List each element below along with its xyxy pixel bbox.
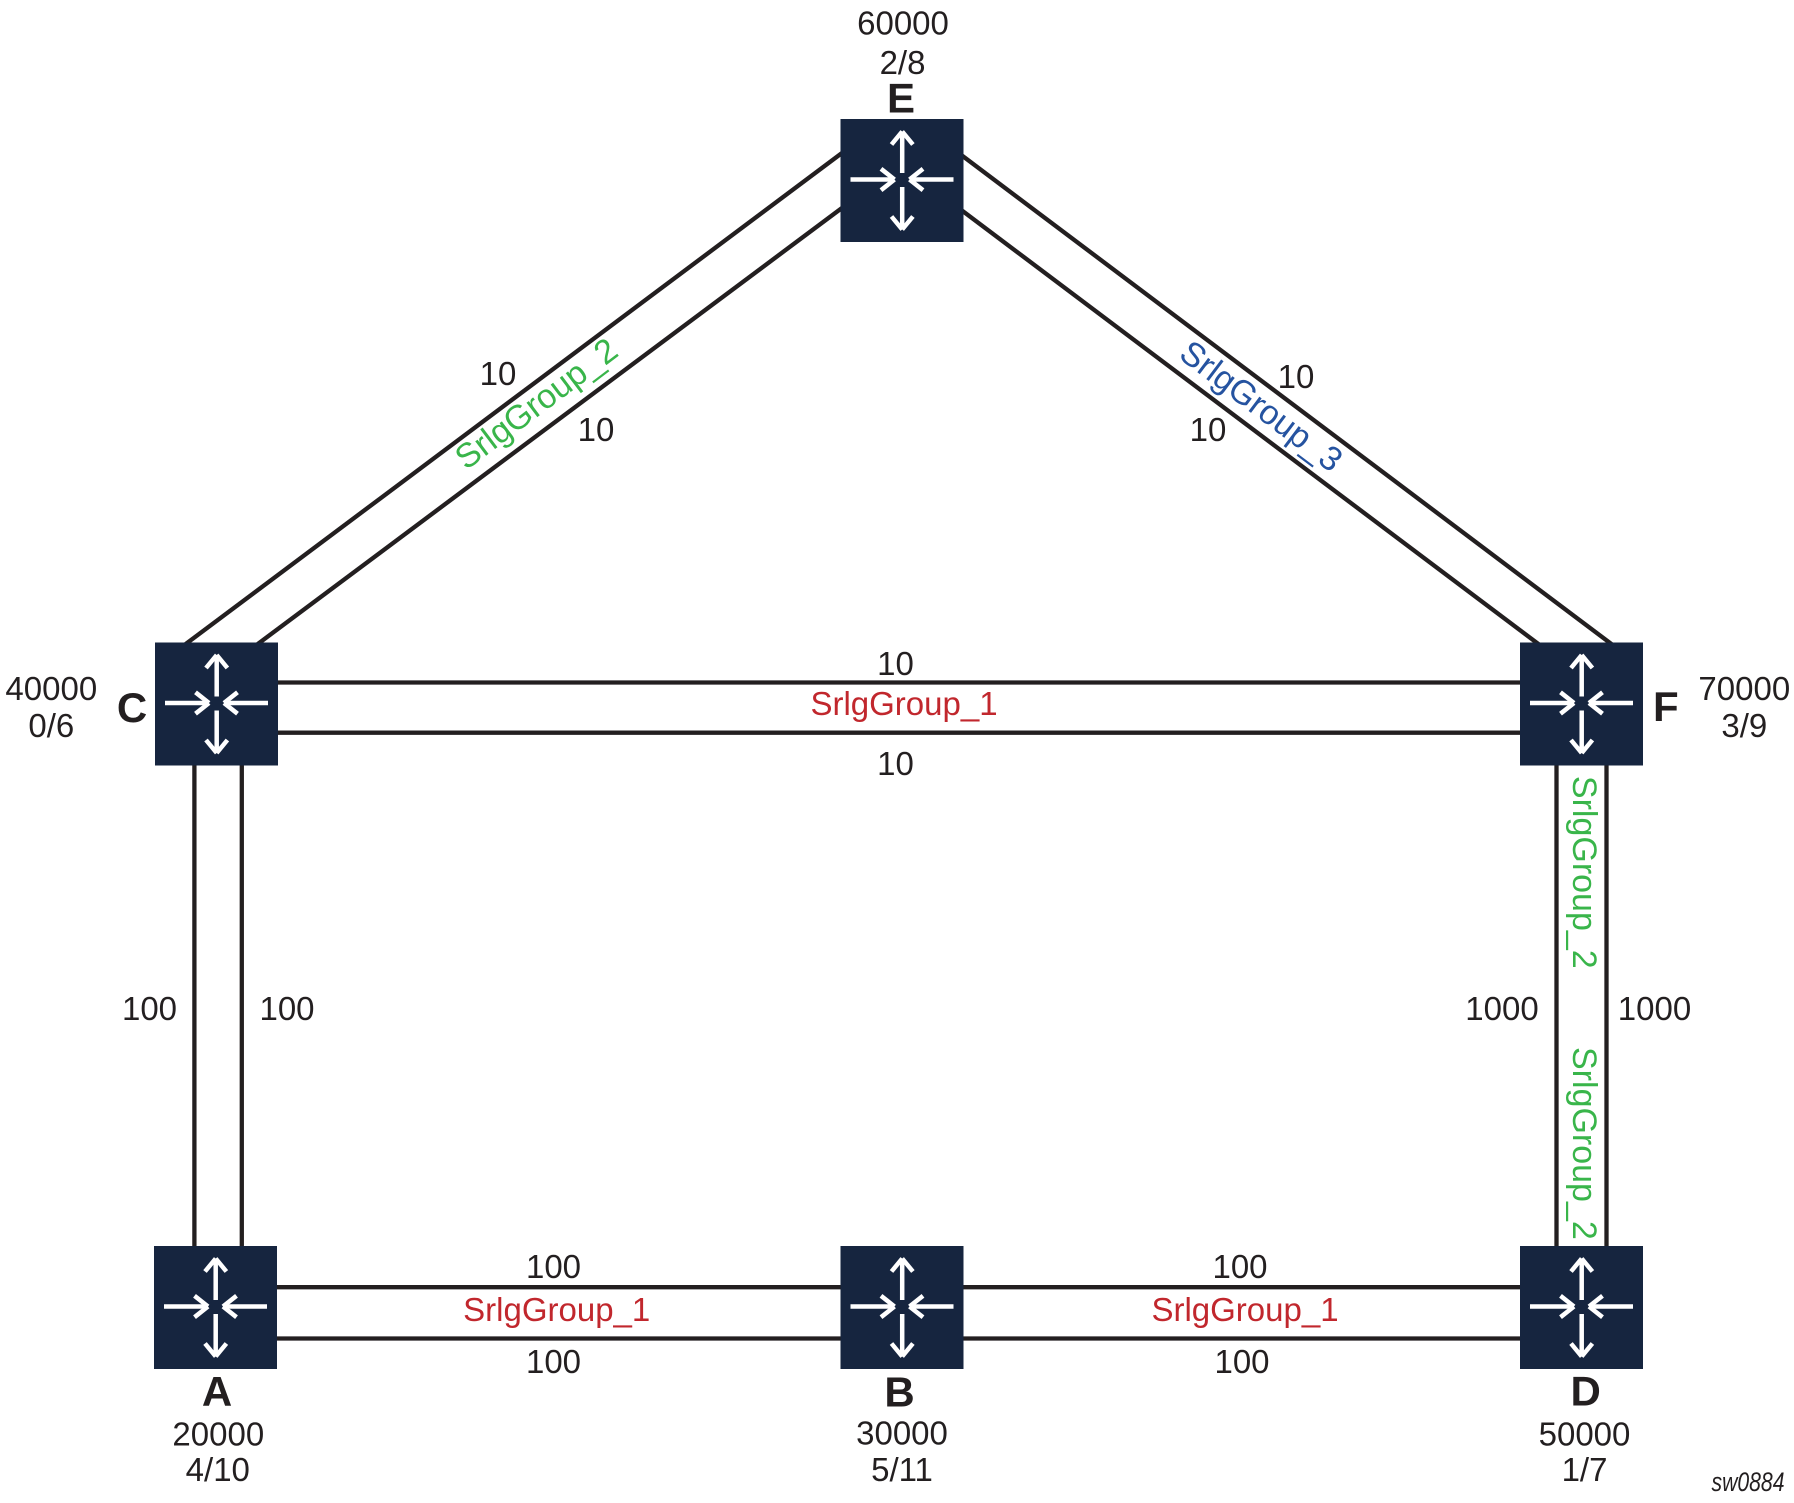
svg-text:10: 10	[1278, 358, 1315, 395]
svg-text:E: E	[887, 75, 915, 122]
svg-text:10: 10	[480, 355, 517, 392]
svg-text:100: 100	[259, 990, 314, 1027]
svg-text:1/7: 1/7	[1562, 1451, 1608, 1488]
svg-text:20000: 20000	[172, 1416, 264, 1453]
svg-text:SrlgGroup_2: SrlgGroup_2	[1565, 1047, 1603, 1240]
svg-text:SrlgGroup_3: SrlgGroup_3	[1173, 333, 1350, 479]
svg-text:10: 10	[877, 645, 914, 682]
svg-text:C: C	[117, 684, 147, 731]
svg-text:SrlgGroup_2: SrlgGroup_2	[1565, 776, 1603, 969]
svg-text:1000: 1000	[1465, 990, 1538, 1027]
svg-text:SrlgGroup_2: SrlgGroup_2	[448, 331, 625, 477]
svg-text:3/9: 3/9	[1721, 707, 1767, 744]
svg-text:0/6: 0/6	[28, 707, 74, 744]
svg-text:10: 10	[1190, 411, 1227, 448]
svg-text:10: 10	[877, 745, 914, 782]
svg-text:sw0884: sw0884	[1712, 1467, 1785, 1497]
svg-text:A: A	[202, 1368, 232, 1415]
svg-text:30000: 30000	[856, 1415, 948, 1452]
svg-text:60000: 60000	[857, 5, 949, 42]
svg-text:SrlgGroup_1: SrlgGroup_1	[810, 685, 997, 722]
svg-text:100: 100	[122, 990, 177, 1027]
svg-text:100: 100	[1212, 1248, 1267, 1285]
svg-text:40000: 40000	[5, 670, 97, 707]
svg-text:50000: 50000	[1539, 1416, 1631, 1453]
svg-text:70000: 70000	[1698, 670, 1790, 707]
svg-text:1000: 1000	[1618, 990, 1691, 1027]
svg-text:SrlgGroup_1: SrlgGroup_1	[463, 1291, 650, 1328]
svg-text:100: 100	[526, 1343, 581, 1380]
svg-text:2/8: 2/8	[880, 44, 926, 81]
svg-text:4/10: 4/10	[186, 1451, 250, 1488]
svg-text:10: 10	[578, 411, 615, 448]
svg-text:100: 100	[1214, 1343, 1269, 1380]
svg-text:B: B	[884, 1369, 914, 1416]
svg-text:SrlgGroup_1: SrlgGroup_1	[1151, 1291, 1338, 1328]
svg-text:100: 100	[526, 1248, 581, 1285]
svg-text:5/11: 5/11	[871, 1451, 933, 1488]
svg-text:F: F	[1653, 683, 1679, 730]
svg-text:D: D	[1571, 1368, 1601, 1415]
